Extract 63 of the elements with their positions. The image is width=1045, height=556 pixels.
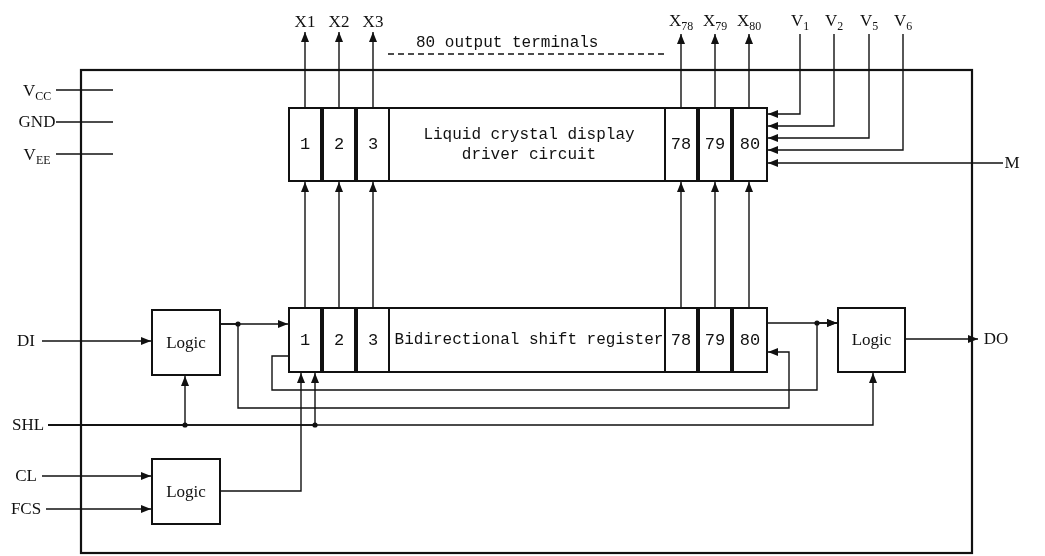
- pin-label: DO: [978, 329, 1014, 349]
- pin-label: CL: [10, 466, 42, 486]
- connector-arrow: [905, 335, 979, 343]
- connector-arrow: [677, 181, 685, 308]
- connector-arrow: [41, 472, 152, 480]
- pin-label: X2: [325, 12, 353, 32]
- stage-cell: 2: [322, 307, 356, 373]
- pin-label: M: [1003, 153, 1021, 173]
- pin-label: X1: [291, 12, 319, 32]
- stage-cell: 2: [322, 107, 356, 182]
- block-title: Bidirectional shift register: [393, 330, 665, 350]
- connector-arrow: [41, 337, 152, 345]
- pin-label: DI: [10, 331, 42, 351]
- connector-arrow: [767, 33, 904, 154]
- stage-cell: 3: [356, 107, 390, 182]
- connector-arrow: [369, 31, 377, 108]
- pin-label: V$_{5}$: [856, 8, 882, 34]
- pin-label: V$_{6}$: [890, 8, 916, 34]
- connector-arrow: [745, 33, 753, 108]
- pin-label: FCS: [6, 499, 46, 519]
- connector-arrow: [335, 181, 343, 308]
- logic-block: Logic: [837, 307, 906, 373]
- connector-arrow: [369, 181, 377, 308]
- stage-cell: 79: [698, 307, 732, 373]
- connector-arrow: [767, 319, 838, 327]
- connector-arrow: [767, 159, 1004, 167]
- connector-arrow: [745, 181, 753, 308]
- stage-cell: 78: [664, 307, 698, 373]
- connector-arrow: [711, 33, 719, 108]
- pin-label: GND: [18, 112, 56, 132]
- connector-arrow: [220, 323, 790, 409]
- connector-arrow: [711, 181, 719, 308]
- connector-arrow: [767, 33, 870, 142]
- pin-label: V$_{CC}$: [18, 79, 56, 103]
- pin-label: V$_{1}$: [787, 8, 813, 34]
- stage-cell: 3: [356, 307, 390, 373]
- connector-arrow: [767, 33, 801, 118]
- connector-line: [55, 153, 114, 155]
- logic-block: Logic: [151, 458, 221, 525]
- stage-cell: 79: [698, 107, 732, 182]
- circuit-block: [288, 107, 768, 182]
- connector-arrow: [335, 31, 343, 108]
- logic-block: Logic: [151, 309, 221, 376]
- pin-label: X$_{79}$: [698, 8, 732, 34]
- pin-label: V$_{2}$: [821, 8, 847, 34]
- pin-label: X$_{80}$: [732, 8, 766, 34]
- connector-arrow: [45, 505, 152, 513]
- connector-arrow: [677, 33, 685, 108]
- block-title: Liquid crystal display driver circuit: [422, 124, 636, 165]
- stage-cell: 78: [664, 107, 698, 182]
- circuit-block: [288, 307, 768, 373]
- connector-line: [55, 121, 114, 123]
- connector-arrow: [767, 33, 835, 130]
- connector-arrow: [301, 181, 309, 308]
- connector-arrow: [220, 372, 305, 492]
- connector-arrow: [301, 31, 309, 108]
- connector-line: [55, 89, 114, 91]
- pin-label: X$_{78}$: [664, 8, 698, 34]
- pin-label: V$_{EE}$: [18, 143, 56, 167]
- annotation-text: 80 output terminals: [416, 34, 599, 52]
- pin-label: SHL: [8, 415, 48, 435]
- connector-arrow: [47, 372, 877, 426]
- pin-label: X3: [359, 12, 387, 32]
